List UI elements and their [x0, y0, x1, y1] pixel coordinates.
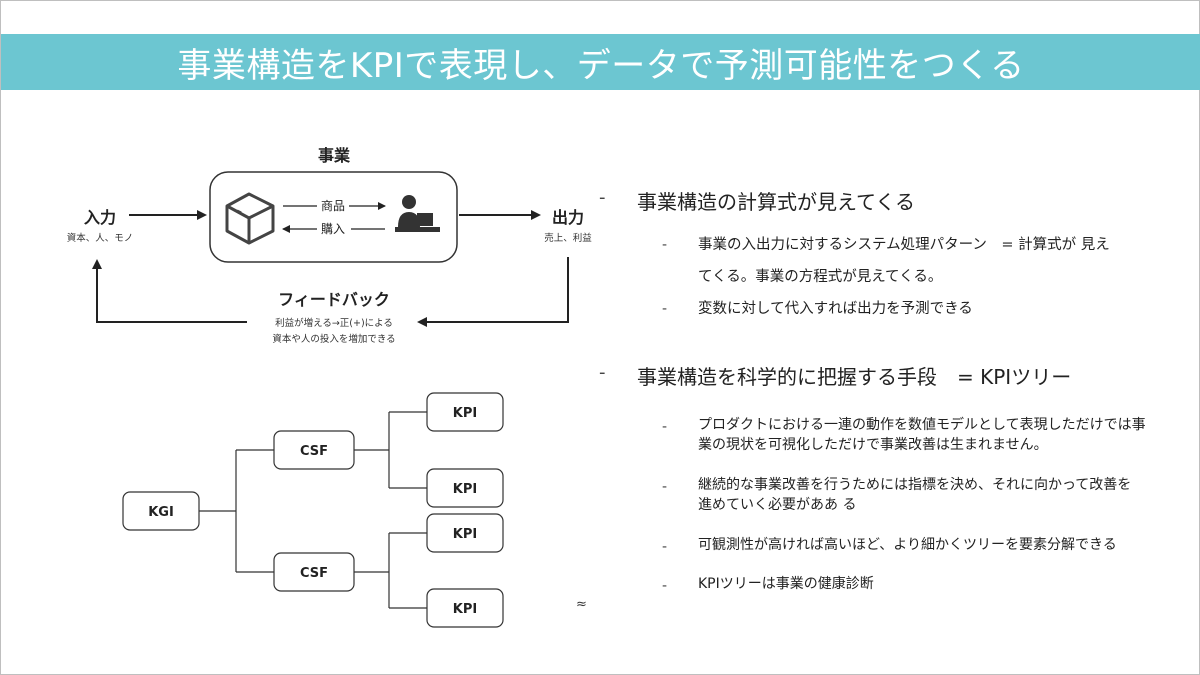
- svg-text:KPI: KPI: [453, 527, 477, 542]
- svg-text:CSF: CSF: [300, 566, 328, 581]
- feedback-line-left: [92, 259, 247, 323]
- section2-item: 継続的な事業改善を行うためには指標を決め、それに向かって改善を: [698, 477, 1132, 493]
- svg-text:KPI: KPI: [453, 406, 477, 421]
- section1-item: 事業の入出力に対するシステム処理パターン = 計算式が 見え: [698, 237, 1110, 253]
- purchase-label: 購入: [321, 222, 345, 236]
- person-desk-icon: [395, 195, 440, 232]
- section2-item: プロダクトにおける一連の動作を数値モデルとして表現しただけでは事: [698, 417, 1146, 433]
- feedback-sub1: 利益が増える→正(+)による: [275, 317, 393, 329]
- sub-bullet-dash: -: [662, 479, 668, 495]
- sub-bullet-dash: -: [662, 578, 668, 594]
- sub-bullet-dash: -: [662, 539, 668, 555]
- section2-item: 業の現状を可視化しただけで事業改善は生まれません。: [698, 437, 1048, 453]
- product-label: 商品: [321, 198, 345, 213]
- feedback-sub2: 資本や人の投入を増加できる: [272, 333, 395, 345]
- svg-text:CSF: CSF: [300, 444, 328, 459]
- kgi-node: KGI: [122, 491, 200, 531]
- title-bar: 事業構造をKPIで表現し、データで予測可能性をつくる: [1, 34, 1200, 90]
- section2-heading: 事業構造を科学的に把握する手段 = KPIツリー: [637, 365, 1072, 389]
- kpi-node: KPI: [426, 588, 504, 628]
- approx-symbol: ≈: [576, 597, 587, 612]
- svg-text:KGI: KGI: [148, 505, 174, 520]
- kpi-node: KPI: [426, 392, 504, 432]
- business-label: 事業: [318, 146, 351, 165]
- kpi-node: KPI: [426, 468, 504, 508]
- product-box-icon: [225, 192, 275, 245]
- section1-item: 変数に対して代入すれば出力を予測できる: [698, 301, 973, 317]
- page-title: 事業構造をKPIで表現し、データで予測可能性をつくる: [177, 45, 1025, 86]
- feedback-label: フィードバック: [278, 290, 390, 309]
- input-sub: 資本、人、モノ: [67, 232, 134, 244]
- kpi-tree-connectors: [199, 411, 427, 609]
- sub-bullet-dash: -: [662, 419, 668, 435]
- bullet-dash: -: [599, 187, 606, 208]
- bullet-dash: -: [599, 362, 606, 383]
- kpi-node: KPI: [426, 513, 504, 553]
- output-sub: 売上、利益: [544, 232, 592, 244]
- section2-item: 可観測性が高ければ高いほど、より細かくツリーを要素分解できる: [698, 537, 1117, 553]
- csf-node: CSF: [273, 552, 355, 592]
- section2-item: KPIツリーは事業の健康診断: [698, 576, 874, 592]
- csf-node: CSF: [273, 430, 355, 470]
- input-label: 入力: [84, 208, 116, 227]
- section1-heading: 事業構造の計算式が見えてくる: [637, 190, 915, 214]
- section1-item: てくる。事業の方程式が見えてくる。: [698, 269, 943, 285]
- output-label: 出力: [552, 208, 584, 227]
- section2-item: 進めていく必要がああ る: [698, 497, 857, 513]
- sub-bullet-dash: -: [662, 301, 668, 317]
- sub-bullet-dash: -: [662, 237, 668, 253]
- feedback-line-right: [417, 257, 569, 327]
- business-box: [209, 171, 458, 263]
- svg-text:KPI: KPI: [453, 602, 477, 617]
- svg-text:KPI: KPI: [453, 482, 477, 497]
